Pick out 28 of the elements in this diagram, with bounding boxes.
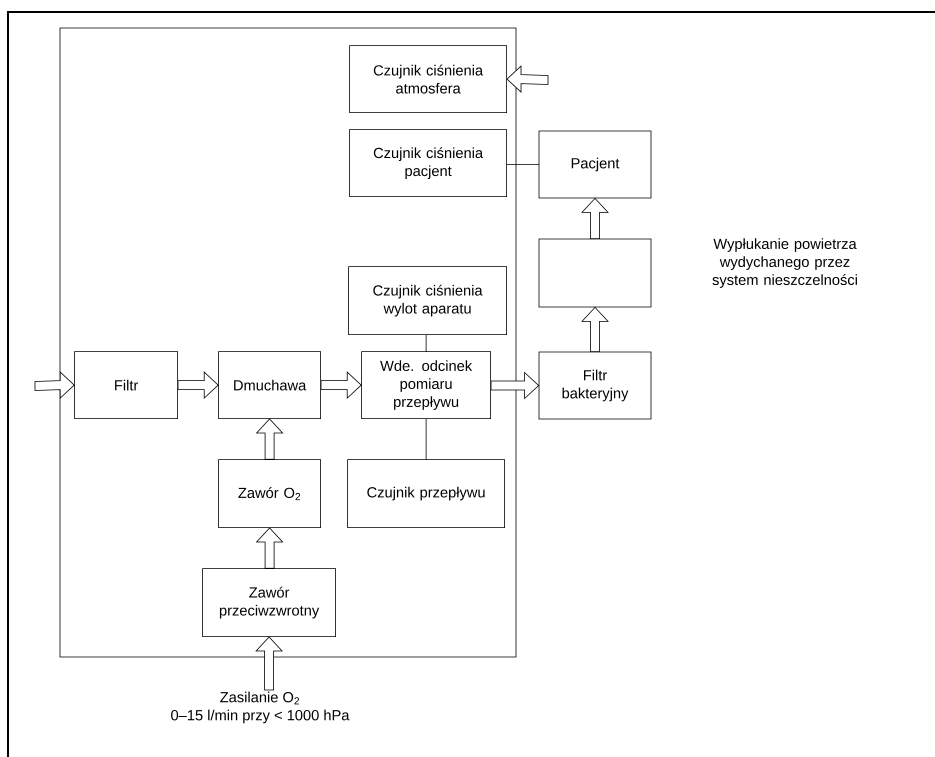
block-box: Zawór przeciwzwrotny bbox=[202, 568, 336, 638]
connector-line bbox=[426, 418, 427, 460]
block-arrow bbox=[256, 527, 284, 569]
device-enclosure bbox=[60, 28, 516, 658]
block-box: Filtr bbox=[74, 351, 178, 419]
supply-text: Zasilanie O$_{2}$ 0–15 l/min przy < 1000 hPa bbox=[171, 692, 350, 724]
block-arrow bbox=[255, 636, 284, 690]
block-arrow bbox=[34, 371, 75, 400]
block-arrow bbox=[581, 198, 609, 239]
block-arrow bbox=[256, 418, 284, 460]
block-box: Pacjent bbox=[538, 130, 652, 198]
block-arrow bbox=[178, 371, 219, 400]
block-box: Wde. odcinek pomiaru przepływu bbox=[361, 351, 492, 419]
connector-line bbox=[426, 334, 427, 352]
block-box: Czujnik ciśnienia pacjent bbox=[349, 129, 507, 197]
block-arrow bbox=[581, 306, 609, 352]
block-box: Zawór O$_{2}$ bbox=[218, 459, 321, 528]
block-arrow bbox=[320, 371, 362, 400]
block-box: Czujnik przepływu bbox=[347, 459, 506, 528]
block-box: Filtr bakteryjny bbox=[538, 352, 652, 420]
note-text: Wypłukanie powietrza wydychanego przez system nieszczelności bbox=[712, 238, 857, 288]
empty-block-box bbox=[538, 238, 652, 308]
block-arrow bbox=[490, 372, 540, 400]
block-box: Dmuchawa bbox=[218, 351, 321, 419]
block-box: Czujnik ciśnienia wylot aparatu bbox=[348, 266, 507, 336]
block-arrow bbox=[506, 65, 548, 94]
connector-line bbox=[506, 164, 539, 165]
block-box: Czujnik ciśnienia atmosfera bbox=[349, 45, 507, 113]
